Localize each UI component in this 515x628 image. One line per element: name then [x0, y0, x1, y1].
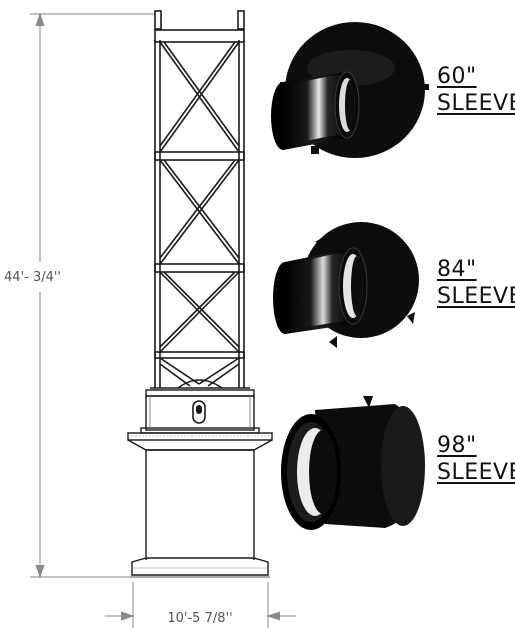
sleeve-60-image — [271, 22, 429, 158]
upper-housing-body — [145, 395, 255, 431]
lower-base-top-ring — [127, 432, 273, 441]
height-dimension-label: 44'- 3/4'' — [4, 270, 61, 285]
height-arrow-bottom — [35, 564, 45, 579]
sleeve-98-size: 98" — [437, 433, 477, 458]
lower-base-foot — [131, 557, 269, 576]
tower-brace-horizontal-2 — [154, 263, 245, 273]
sleeve-98-label: 98" SLEEVE — [437, 432, 515, 486]
height-arrow-top — [35, 12, 45, 27]
sleeve-84-label: 84" SLEEVE — [437, 256, 515, 310]
width-arrow-left — [120, 611, 135, 621]
tower-top-cap — [154, 29, 245, 43]
lattice-tower — [154, 10, 245, 388]
sleeve-60-word: SLEEVE — [437, 91, 515, 116]
access-hatch-icon — [192, 400, 206, 424]
width-dimension-label: 10'-5 7/8'' — [167, 611, 232, 626]
collar-plate — [145, 389, 255, 397]
upper-housing — [140, 395, 260, 434]
sleeve-84-image — [273, 222, 419, 348]
tower-top-tab-right — [237, 10, 245, 30]
width-arrow-right — [266, 611, 281, 621]
dome-cap — [177, 379, 223, 389]
sleeve-98-image — [281, 396, 425, 530]
height-dimension — [30, 12, 155, 579]
sleeve-60-label: 60" SLEEVE — [437, 63, 515, 117]
lower-base-taper — [127, 439, 273, 451]
sleeve-60-size: 60" — [437, 64, 477, 89]
lower-base — [127, 432, 273, 578]
sleeve-84-word: SLEEVE — [437, 284, 515, 309]
tower-brace-horizontal-1 — [154, 151, 245, 161]
tower-brace-horizontal-3 — [154, 351, 245, 359]
sleeve-98-word: SLEEVE — [437, 460, 515, 485]
sleeve-84-size: 84" — [437, 257, 477, 282]
width-dimension — [105, 582, 296, 628]
tower-top-tab-left — [154, 10, 162, 30]
